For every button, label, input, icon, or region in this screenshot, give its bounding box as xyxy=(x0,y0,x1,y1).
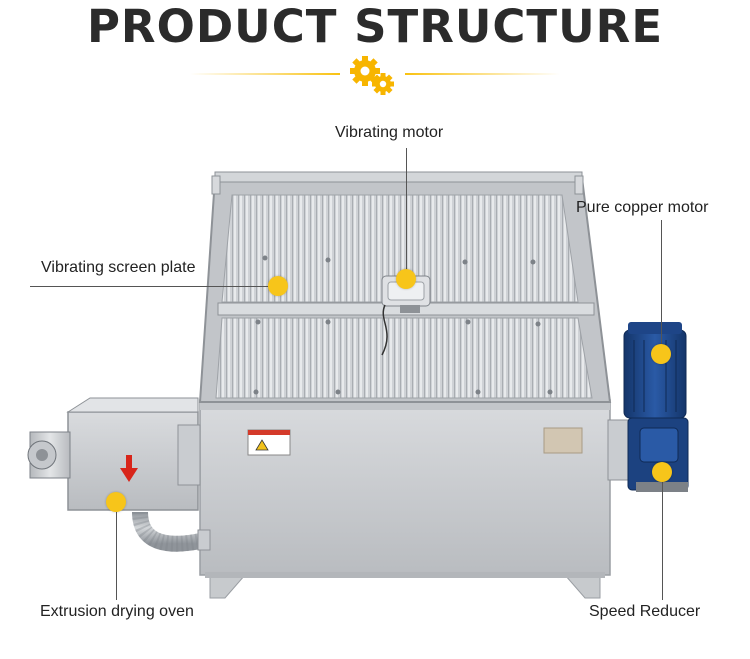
screen-plate-upper xyxy=(221,194,579,303)
label-pure-copper-motor: Pure copper motor xyxy=(576,199,709,216)
callout-line-vibrating-motor xyxy=(406,148,407,278)
copper-motor-body xyxy=(623,329,687,419)
label-speed-reducer: Speed Reducer xyxy=(589,603,701,620)
hose xyxy=(132,511,207,552)
label-extrusion-drying-oven: Extrusion drying oven xyxy=(40,603,194,620)
callout-dot-copper-motor xyxy=(651,344,671,364)
callout-dot-screen-plate xyxy=(268,276,288,296)
title-divider-right xyxy=(405,73,560,75)
screen-plate-lower xyxy=(215,317,593,399)
title-divider-left xyxy=(190,73,340,75)
page-title: PRODUCT STRUCTURE xyxy=(86,0,664,53)
gears-icon xyxy=(350,56,394,95)
tank-body xyxy=(199,399,611,576)
callout-line-copper-motor xyxy=(661,220,662,354)
callout-dot-vibrating-motor xyxy=(396,269,416,289)
callout-line-extrusion-oven xyxy=(116,502,117,600)
label-vibrating-screen-plate: Vibrating screen plate xyxy=(41,259,196,276)
callout-line-speed-reducer xyxy=(662,472,663,600)
arrow-down-icon xyxy=(126,455,132,470)
callout-dot-extrusion-oven xyxy=(106,492,126,512)
label-vibrating-motor: Vibrating motor xyxy=(335,124,444,141)
callout-dot-speed-reducer xyxy=(652,462,672,482)
callout-line-screen-plate xyxy=(30,286,278,287)
